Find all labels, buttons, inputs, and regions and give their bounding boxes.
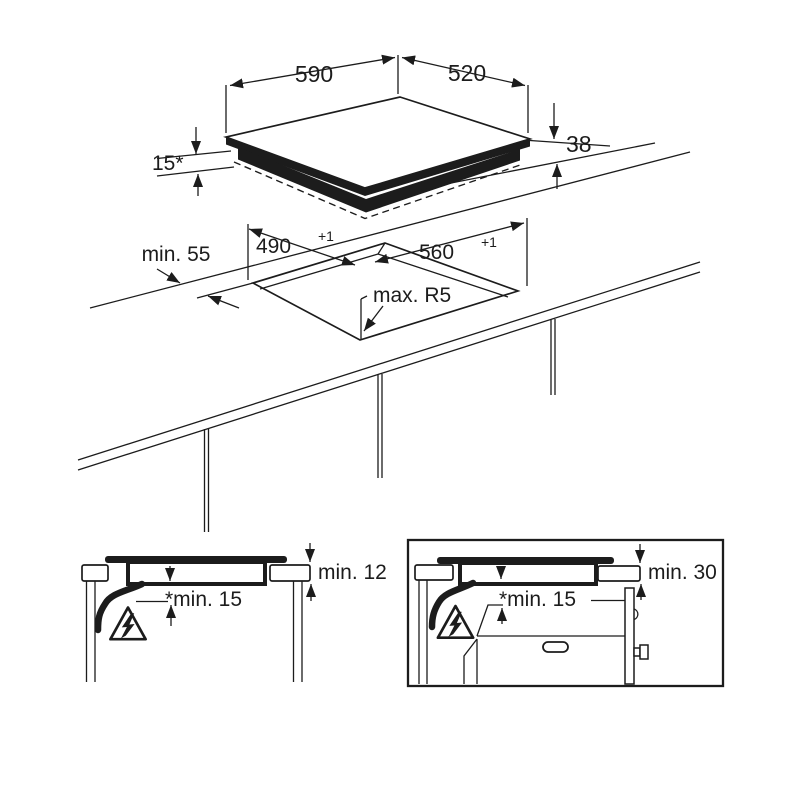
ref-line-15-bottom: [156, 166, 235, 177]
ref-line-38-bottom: [389, 142, 656, 196]
hob-body-section: [126, 560, 267, 586]
label-cutout-depth: 490: [256, 235, 291, 258]
dim-arrow-min55-upper: [156, 268, 181, 284]
oven-knob-stem: [633, 647, 641, 657]
label-hob-height: 38: [566, 131, 592, 157]
ref-line-38-top: [529, 139, 611, 147]
dim-line-490: [248, 228, 356, 266]
dim-line-520: [401, 55, 526, 88]
label-cutout-width: 560: [419, 241, 454, 264]
hob-glass-surface: [223, 96, 533, 189]
dim-line-590: [229, 54, 396, 89]
label-hob-profile-height: 15*: [152, 152, 184, 175]
oven-side-bar: [624, 587, 635, 685]
hob-body-section-oven: [458, 561, 598, 586]
dim-arrow-min55-lower: [207, 295, 240, 309]
hob-glass-edge: [226, 137, 530, 196]
oven-outline: [463, 587, 649, 685]
cabinet-wall-left-oven: [418, 580, 428, 684]
oven-hinge-bump: [633, 608, 639, 621]
electrical-hazard-icon: [109, 606, 147, 641]
label-counter-thickness-oven: min. 30: [648, 561, 717, 584]
worktop-slab-left-oven: [414, 564, 454, 581]
label-hob-width: 590: [295, 61, 333, 87]
worktop-slab-right-oven: [597, 565, 641, 582]
section-view-drawer: min. 12 *min. 15: [81, 543, 387, 682]
label-edge-distance: min. 55: [142, 243, 211, 266]
hob-bottom-hidden-edge: [233, 161, 524, 220]
worktop-front-edge-bottom: [77, 271, 701, 471]
dimension-extension-lines-top: [225, 55, 529, 133]
electrical-hazard-icon: [436, 604, 475, 640]
cabinet-legs: [203, 319, 556, 532]
worktop-front-edge-top: [77, 261, 701, 461]
leader-corner-radius: [363, 305, 384, 332]
hob-isometric-view: 590 520 38 15*: [152, 54, 656, 220]
worktop-slab-right: [269, 564, 311, 582]
oven-knob-head: [639, 644, 649, 660]
label-counter-thickness-drawer: min. 12: [318, 561, 387, 584]
label-cutout-depth-tolerance: +1: [318, 228, 334, 244]
section-view-oven: min. 30 *min. 15: [406, 538, 725, 688]
cabinet-wall-right: [292, 581, 303, 682]
label-hob-depth: 520: [448, 60, 486, 86]
hob-body: [238, 147, 520, 213]
cutout-inner-corner: [360, 295, 368, 339]
helper-line-min55: [196, 282, 254, 299]
worktop-slab-left: [81, 564, 109, 582]
mains-cable: [94, 580, 146, 634]
mains-cable-oven: [428, 579, 477, 631]
cutout-isometric-view: 490 +1 560 +1 min. 55 max. R5: [77, 151, 701, 532]
cabinet-wall-left: [85, 581, 96, 682]
label-cutout-width-tolerance: +1: [481, 234, 497, 250]
label-clearance-drawer: *min. 15: [165, 588, 242, 611]
cutout-opening: [250, 242, 521, 341]
label-corner-radius: max. R5: [373, 284, 451, 307]
ref-line-15-top: [156, 150, 232, 160]
oven-vent-slot: [542, 641, 569, 653]
label-clearance-oven: *min. 15: [499, 588, 576, 611]
panel-frame: [406, 538, 725, 688]
dim-line-560: [374, 221, 525, 264]
